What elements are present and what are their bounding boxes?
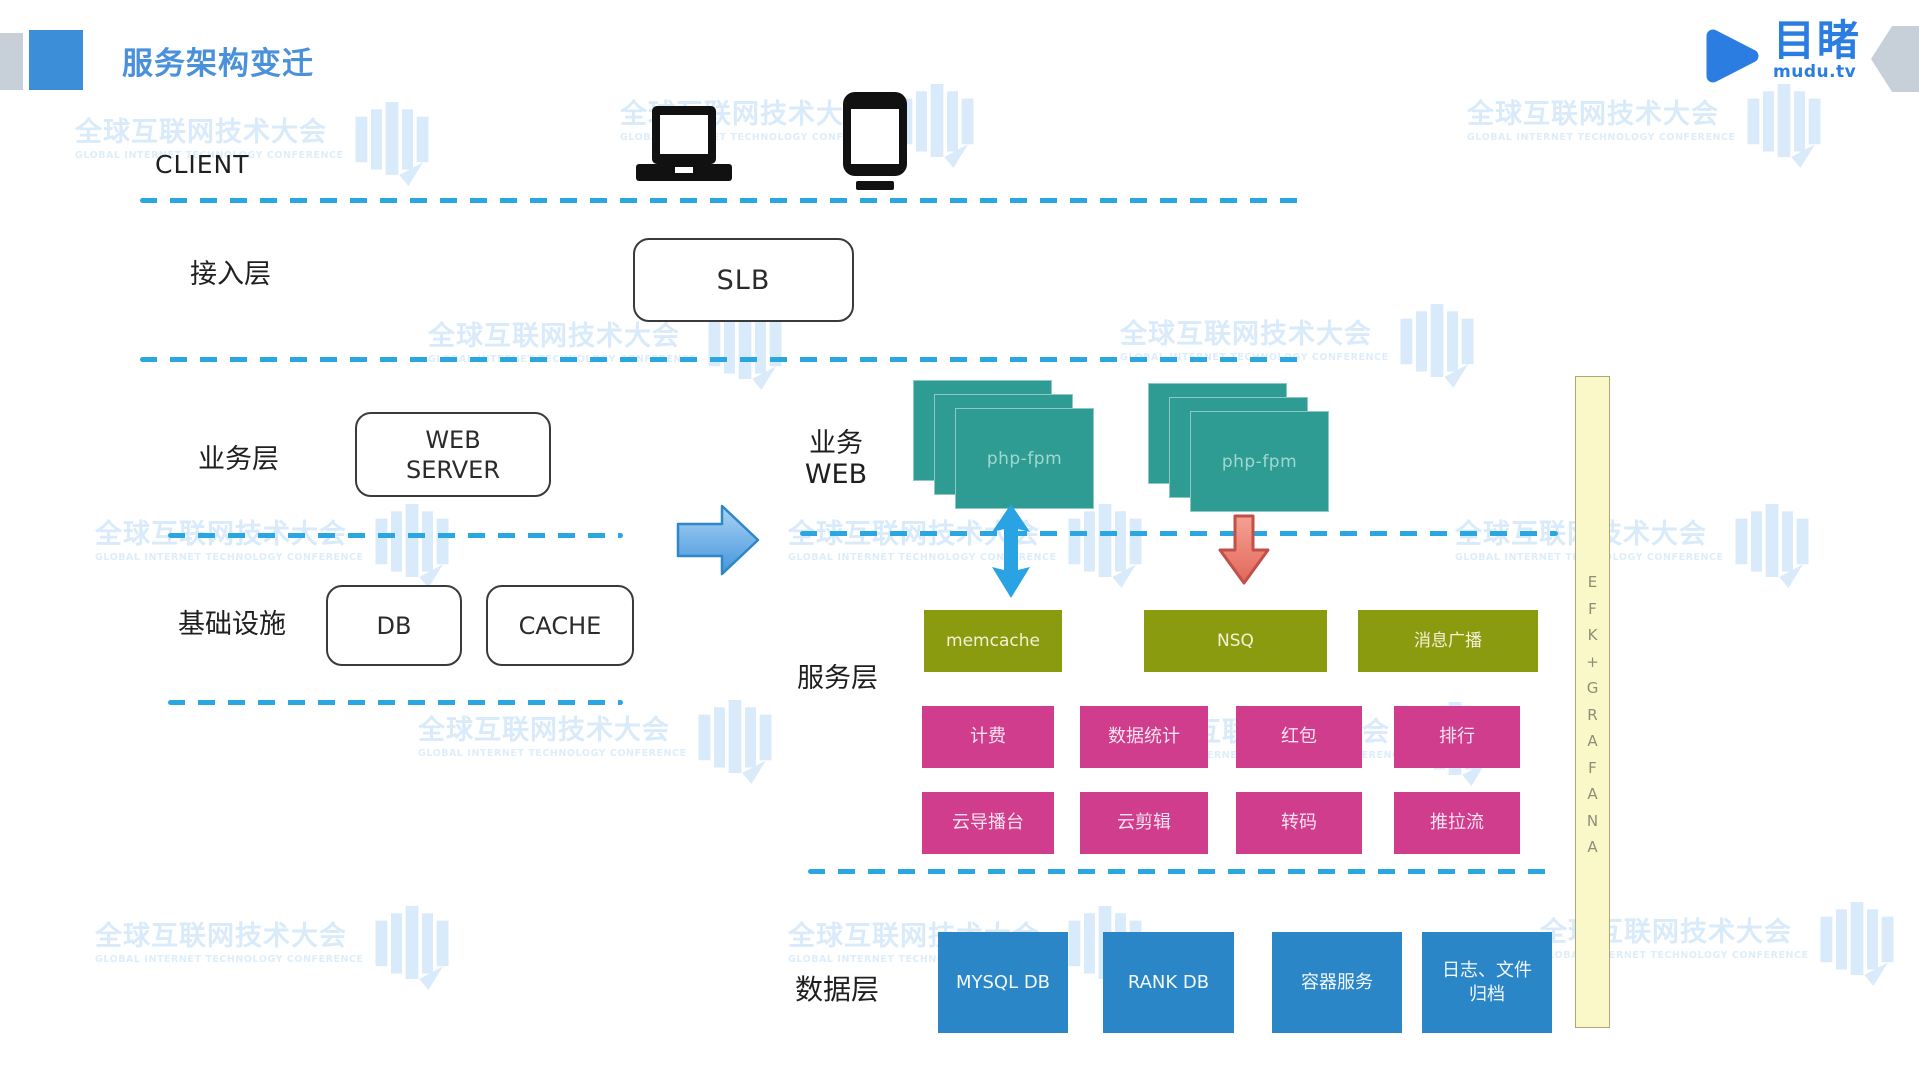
service-box: 计费 — [922, 706, 1054, 768]
business-layer-label: 业务层 — [198, 444, 279, 475]
monitor-letter: F — [1588, 758, 1597, 777]
monitor-letter: G — [1586, 679, 1599, 698]
dashed-divider-access — [140, 357, 1308, 362]
client-label: CLIENT — [155, 150, 250, 179]
dashed-divider-client — [140, 198, 1308, 203]
service-box: 推拉流 — [1394, 792, 1520, 854]
php-fpm-card: php-fpm — [1190, 411, 1329, 512]
gitc-logo-icon — [1068, 504, 1142, 588]
gitc-logo-icon — [1400, 304, 1474, 388]
monitor-letter: E — [1587, 573, 1598, 592]
watermark-text: 全球互联网技术大会 — [1467, 99, 1719, 130]
gitc-logo-icon — [1747, 84, 1821, 168]
watermark-text: 全球互联网技术大会 — [95, 921, 347, 952]
service-box: 云剪辑 — [1080, 792, 1208, 854]
dashed-divider-service — [808, 869, 1558, 874]
watermark-subtext: GLOBAL INTERNET TECHNOLOGY CONFERENCE — [418, 747, 687, 759]
smartphone-icon — [843, 92, 907, 190]
right-arrow-icon — [676, 500, 760, 580]
watermark-subtext: GLOBAL INTERNET TECHNOLOGY CONFERENCE — [95, 953, 364, 965]
data-box: 容器服务 — [1272, 932, 1402, 1033]
play-icon — [1706, 29, 1759, 83]
monitor-letter: + — [1586, 652, 1599, 671]
double-arrow-icon — [988, 502, 1034, 600]
gitc-logo-icon — [375, 906, 449, 990]
gitc-logo-icon — [1820, 902, 1894, 986]
service-box: 数据统计 — [1080, 706, 1208, 768]
cache-box: CACHE — [486, 585, 634, 666]
web-server-box: WEB SERVER — [355, 412, 551, 497]
dashed-divider-business-right — [800, 531, 1558, 536]
middleware-box: memcache — [924, 610, 1062, 672]
middleware-box: 消息广播 — [1358, 610, 1538, 672]
header-gray-square — [0, 33, 23, 90]
data-layer-label: 数据层 — [795, 973, 880, 1006]
monitor-letter: A — [1587, 838, 1598, 857]
logo-domain: mudu.tv — [1773, 62, 1857, 82]
middleware-box: NSQ — [1144, 610, 1327, 672]
monitor-letter: A — [1587, 785, 1598, 804]
monitor-letter: R — [1587, 705, 1598, 724]
gitc-logo-icon — [355, 102, 429, 186]
watermark-subtext: GLOBAL INTERNET TECHNOLOGY CONFERENCE — [95, 551, 364, 563]
watermark-text: 全球互联网技术大会 — [75, 117, 327, 148]
access-layer-label: 接入层 — [190, 259, 271, 290]
service-box: 排行 — [1394, 706, 1520, 768]
service-box: 云导播台 — [922, 792, 1054, 854]
monitor-letter: A — [1587, 732, 1598, 751]
down-arrow-icon — [1214, 514, 1274, 586]
slb-box: SLB — [633, 238, 854, 322]
gitc-logo-icon — [375, 504, 449, 588]
service-box: 红包 — [1236, 706, 1362, 768]
infra-layer-label: 基础设施 — [178, 609, 286, 640]
gitc-logo-icon — [1735, 504, 1809, 588]
gitc-logo-icon — [900, 84, 974, 168]
gitc-logo-icon — [698, 700, 772, 784]
logo-text: 目睹 — [1773, 16, 1862, 65]
page-title: 服务架构变迁 — [122, 46, 314, 82]
monitor-letter: K — [1587, 626, 1598, 645]
watermark-text: 全球互联网技术大会 — [418, 715, 670, 746]
dashed-divider-infra — [168, 700, 623, 705]
watermark-text: 全球互联网技术大会 — [428, 321, 680, 352]
header-blue-square — [29, 30, 83, 90]
laptop-icon — [636, 106, 732, 188]
data-box: RANK DB — [1103, 932, 1234, 1033]
monitor-letter: F — [1588, 599, 1597, 618]
watermark-subtext: GLOBAL INTERNET TECHNOLOGY CONFERENCE — [1467, 131, 1736, 143]
monitor-letter: N — [1586, 811, 1599, 830]
php-fpm-card: php-fpm — [955, 408, 1094, 509]
business-web-label: 业务 WEB — [804, 428, 868, 490]
mudu-logo: 目睹 mudu.tv — [1695, 20, 1861, 92]
db-box: DB — [326, 585, 462, 666]
data-box: MYSQL DB — [938, 932, 1068, 1033]
corner-decoration — [1871, 26, 1919, 92]
dashed-divider-business-left — [168, 533, 623, 538]
data-box: 日志、文件 归档 — [1422, 932, 1552, 1033]
service-box: 转码 — [1236, 792, 1362, 854]
service-layer-label: 服务层 — [797, 663, 878, 694]
watermark-text: 全球互联网技术大会 — [1120, 319, 1372, 350]
